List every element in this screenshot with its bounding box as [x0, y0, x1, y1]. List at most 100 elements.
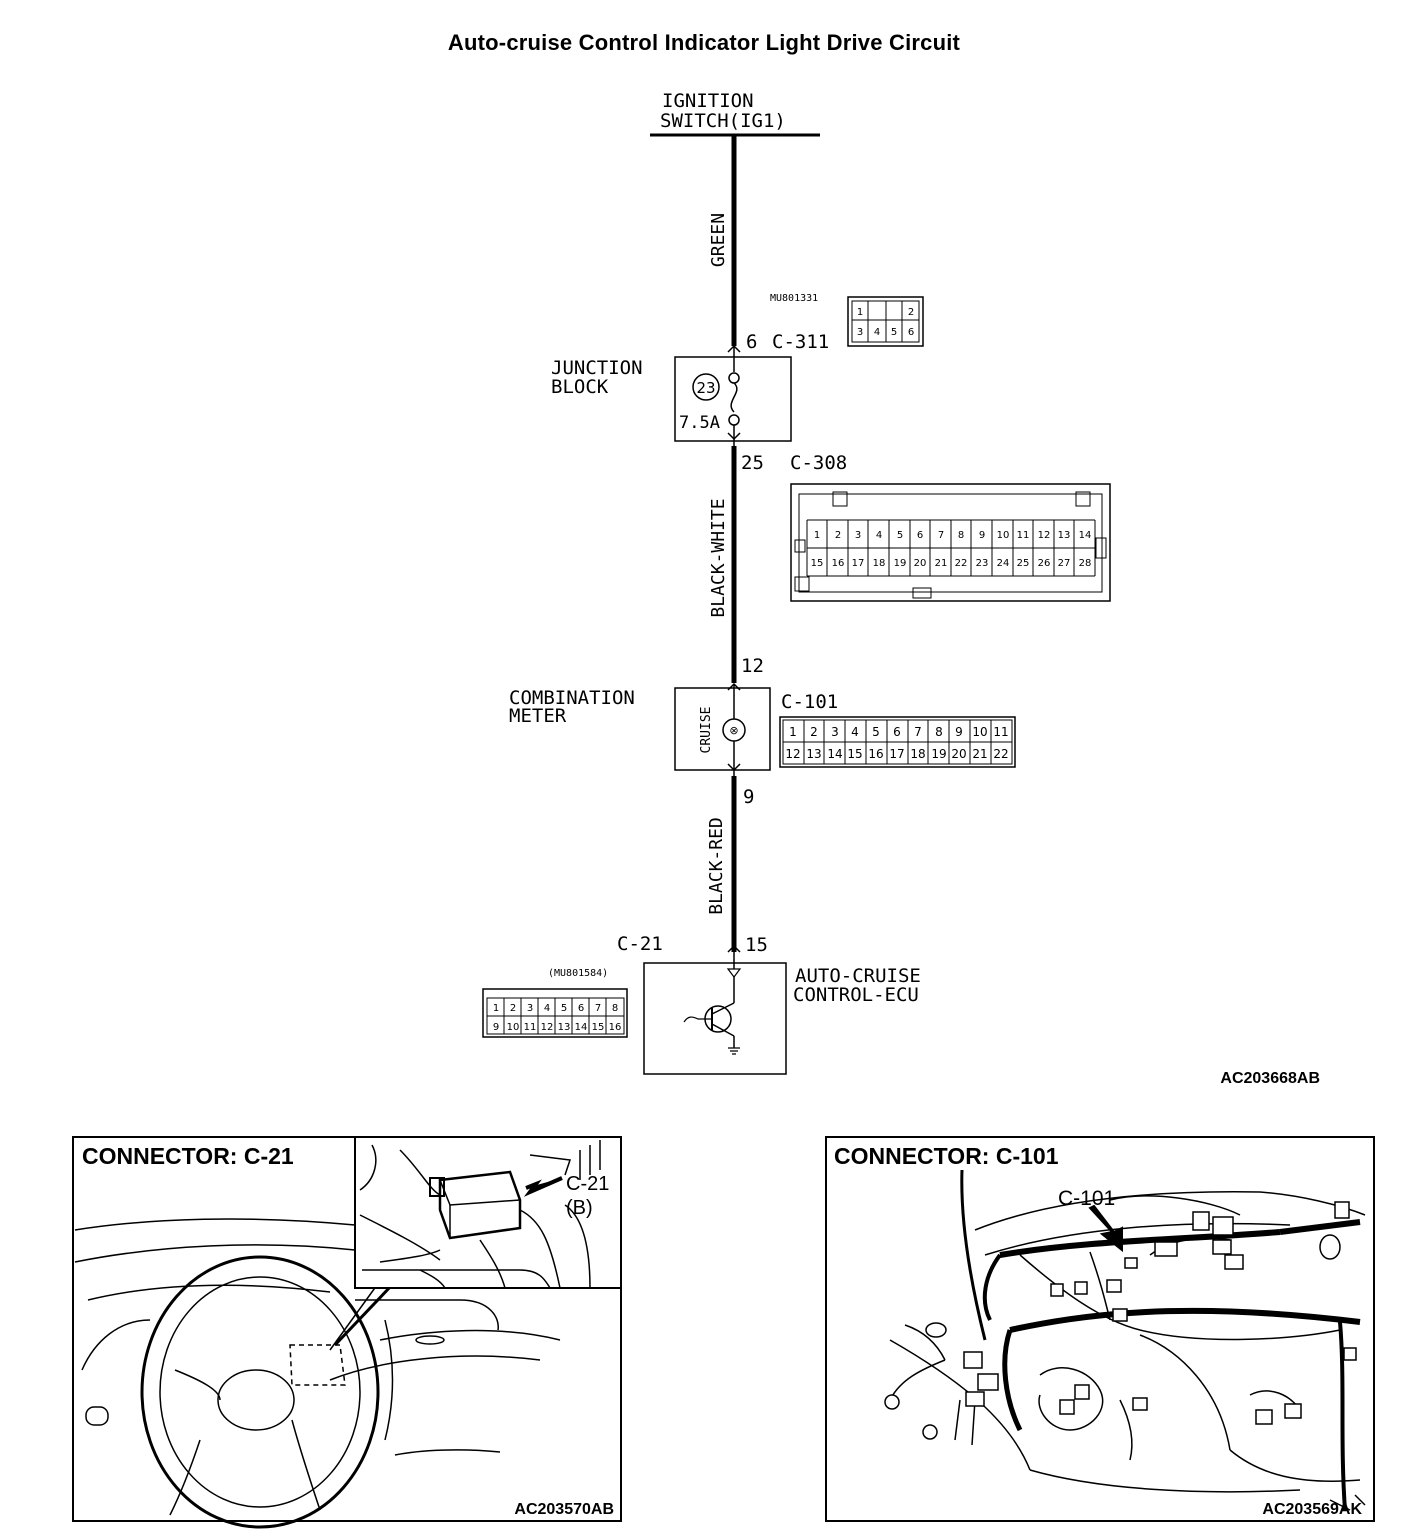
c308-pin: 6	[917, 530, 923, 541]
c308-pin: 21	[935, 558, 948, 569]
junction-block-label-2: BLOCK	[551, 376, 609, 398]
ecu-unit-illustration	[359, 1140, 601, 1289]
c308-connector-face: 1 2 3 4 5 6 7 8 9 10 11 12 13 14 15 16 1…	[790, 483, 1111, 602]
c21-pin: 6	[578, 1003, 584, 1014]
c308-pin: 9	[979, 530, 985, 541]
c308-label: C-308	[790, 452, 847, 474]
c311-pin-number: 6	[746, 331, 757, 353]
c21-pin: 11	[524, 1022, 537, 1033]
c21-pin: 7	[595, 1003, 601, 1014]
c308-pin: 5	[897, 530, 903, 541]
dashboard-illustration	[74, 1218, 561, 1529]
c21-pin: 16	[609, 1022, 622, 1033]
c311-part-number: MU801331	[770, 293, 818, 304]
ecu-connector-label: C-21	[617, 933, 663, 955]
c311-pin: 5	[891, 327, 897, 338]
meter-pin-out: 9	[743, 786, 754, 808]
wire-black-white-label: BLACK-WHITE	[708, 498, 729, 617]
connector-arrow-icon	[727, 763, 741, 772]
c21-pin: 4	[544, 1003, 550, 1014]
fuse-terminal-icon	[728, 372, 740, 384]
c308-pin: 26	[1038, 558, 1051, 569]
zoom-leader-line	[329, 1284, 378, 1351]
panel-left-title: CONNECTOR: C-21	[82, 1143, 294, 1169]
c308-pin: 27	[1058, 558, 1071, 569]
c21-pin: 5	[561, 1003, 567, 1014]
c101-pin: 4	[851, 725, 859, 739]
c311-pin: 6	[908, 327, 914, 338]
c308-pin: 3	[855, 530, 861, 541]
c21-pin: 2	[510, 1003, 516, 1014]
c101-pin: 8	[935, 725, 943, 739]
c308-pin: 10	[997, 530, 1010, 541]
c21-part-number: (MU801584)	[548, 968, 608, 979]
panel-right-title: CONNECTOR: C-101	[834, 1143, 1059, 1169]
c21-pin: 14	[575, 1022, 588, 1033]
c101-pin: 5	[872, 725, 880, 739]
fuse-terminal-icon	[728, 414, 740, 426]
indicator-lamp-icon	[722, 718, 746, 742]
wire-black-red-label: BLACK-RED	[706, 817, 727, 915]
transistor-emitter	[711, 1023, 735, 1037]
c101-pin: 18	[910, 747, 925, 761]
c308-pin: 13	[1058, 530, 1071, 541]
meter-label-2: METER	[509, 705, 567, 727]
c308-pin: 17	[852, 558, 865, 569]
callout-arrow-icon	[523, 1176, 563, 1197]
c101-label: C-101	[781, 691, 838, 713]
ignition-label-2: SWITCH(IG1)	[660, 110, 786, 132]
c21-pin: 12	[541, 1022, 554, 1033]
c21-connector-face: 1 2 3 4 5 6 7 8 9 10 11 12 13 14 15 16	[482, 988, 628, 1038]
panel-right-code: AC203569AK	[1262, 1501, 1362, 1518]
indicator-lamp-glyph: ⊗	[729, 724, 738, 737]
c101-pin: 10	[972, 725, 987, 739]
c101-pin: 11	[993, 725, 1008, 739]
c308-pin: 25	[1017, 558, 1030, 569]
fuse-icon	[730, 382, 738, 413]
page-title: Auto-cruise Control Indicator Light Driv…	[447, 30, 961, 55]
connector-arrow-icon	[727, 432, 741, 441]
diagram-code: AC203668AB	[1220, 1070, 1320, 1087]
c101-pin: 15	[847, 747, 862, 761]
c308-pin: 20	[914, 558, 927, 569]
ecu-pin-number: 15	[745, 934, 768, 956]
c21-pin: 1	[493, 1003, 499, 1014]
c101-connector-face: 1 2 3 4 5 6 7 8 9 10 11 12 13 14 15 16 1…	[779, 716, 1016, 768]
c101-pin: 16	[868, 747, 883, 761]
c101-pin: 14	[827, 747, 842, 761]
connector-arrow-icon	[726, 968, 742, 978]
ecu-box	[643, 962, 787, 1075]
c21-pin: 9	[493, 1022, 499, 1033]
c311-pin: 1	[857, 307, 863, 318]
c308-pin-number: 25	[741, 452, 764, 474]
c101-pin: 9	[955, 725, 963, 739]
fuse-number: 23	[696, 379, 715, 397]
c101-pin: 20	[951, 747, 966, 761]
cruise-indicator-label: CRUISE	[699, 707, 714, 754]
c311-label: C-311	[772, 331, 829, 353]
c101-pin: 21	[972, 747, 987, 761]
c308-pin: 4	[876, 530, 882, 541]
meter-label-1: COMBINATION	[509, 687, 635, 709]
c101-pin: 1	[789, 725, 797, 739]
c308-pin: 7	[938, 530, 944, 541]
c311-connector-face: 1 2 3 4 5 6	[847, 296, 924, 347]
c308-pin: 14	[1079, 530, 1092, 541]
c101-pin: 2	[810, 725, 818, 739]
junction-block-box	[674, 356, 792, 442]
zoom-leader-line	[333, 1283, 394, 1347]
wiring-harness-illustration	[889, 1169, 1366, 1511]
c101-pin: 17	[889, 747, 904, 761]
c308-pin: 8	[958, 530, 964, 541]
c308-pin: 18	[873, 558, 886, 569]
c21-pin: 3	[527, 1003, 533, 1014]
c101-pin: 7	[914, 725, 922, 739]
c308-pin: 24	[997, 558, 1010, 569]
fuse-rating: 7.5A	[679, 413, 720, 433]
connector-arrow-icon	[727, 944, 741, 953]
c101-pin: 3	[831, 725, 839, 739]
c101-pin: 12	[785, 747, 800, 761]
panel-left-code: AC203570AB	[514, 1501, 614, 1518]
c308-pin: 19	[894, 558, 907, 569]
